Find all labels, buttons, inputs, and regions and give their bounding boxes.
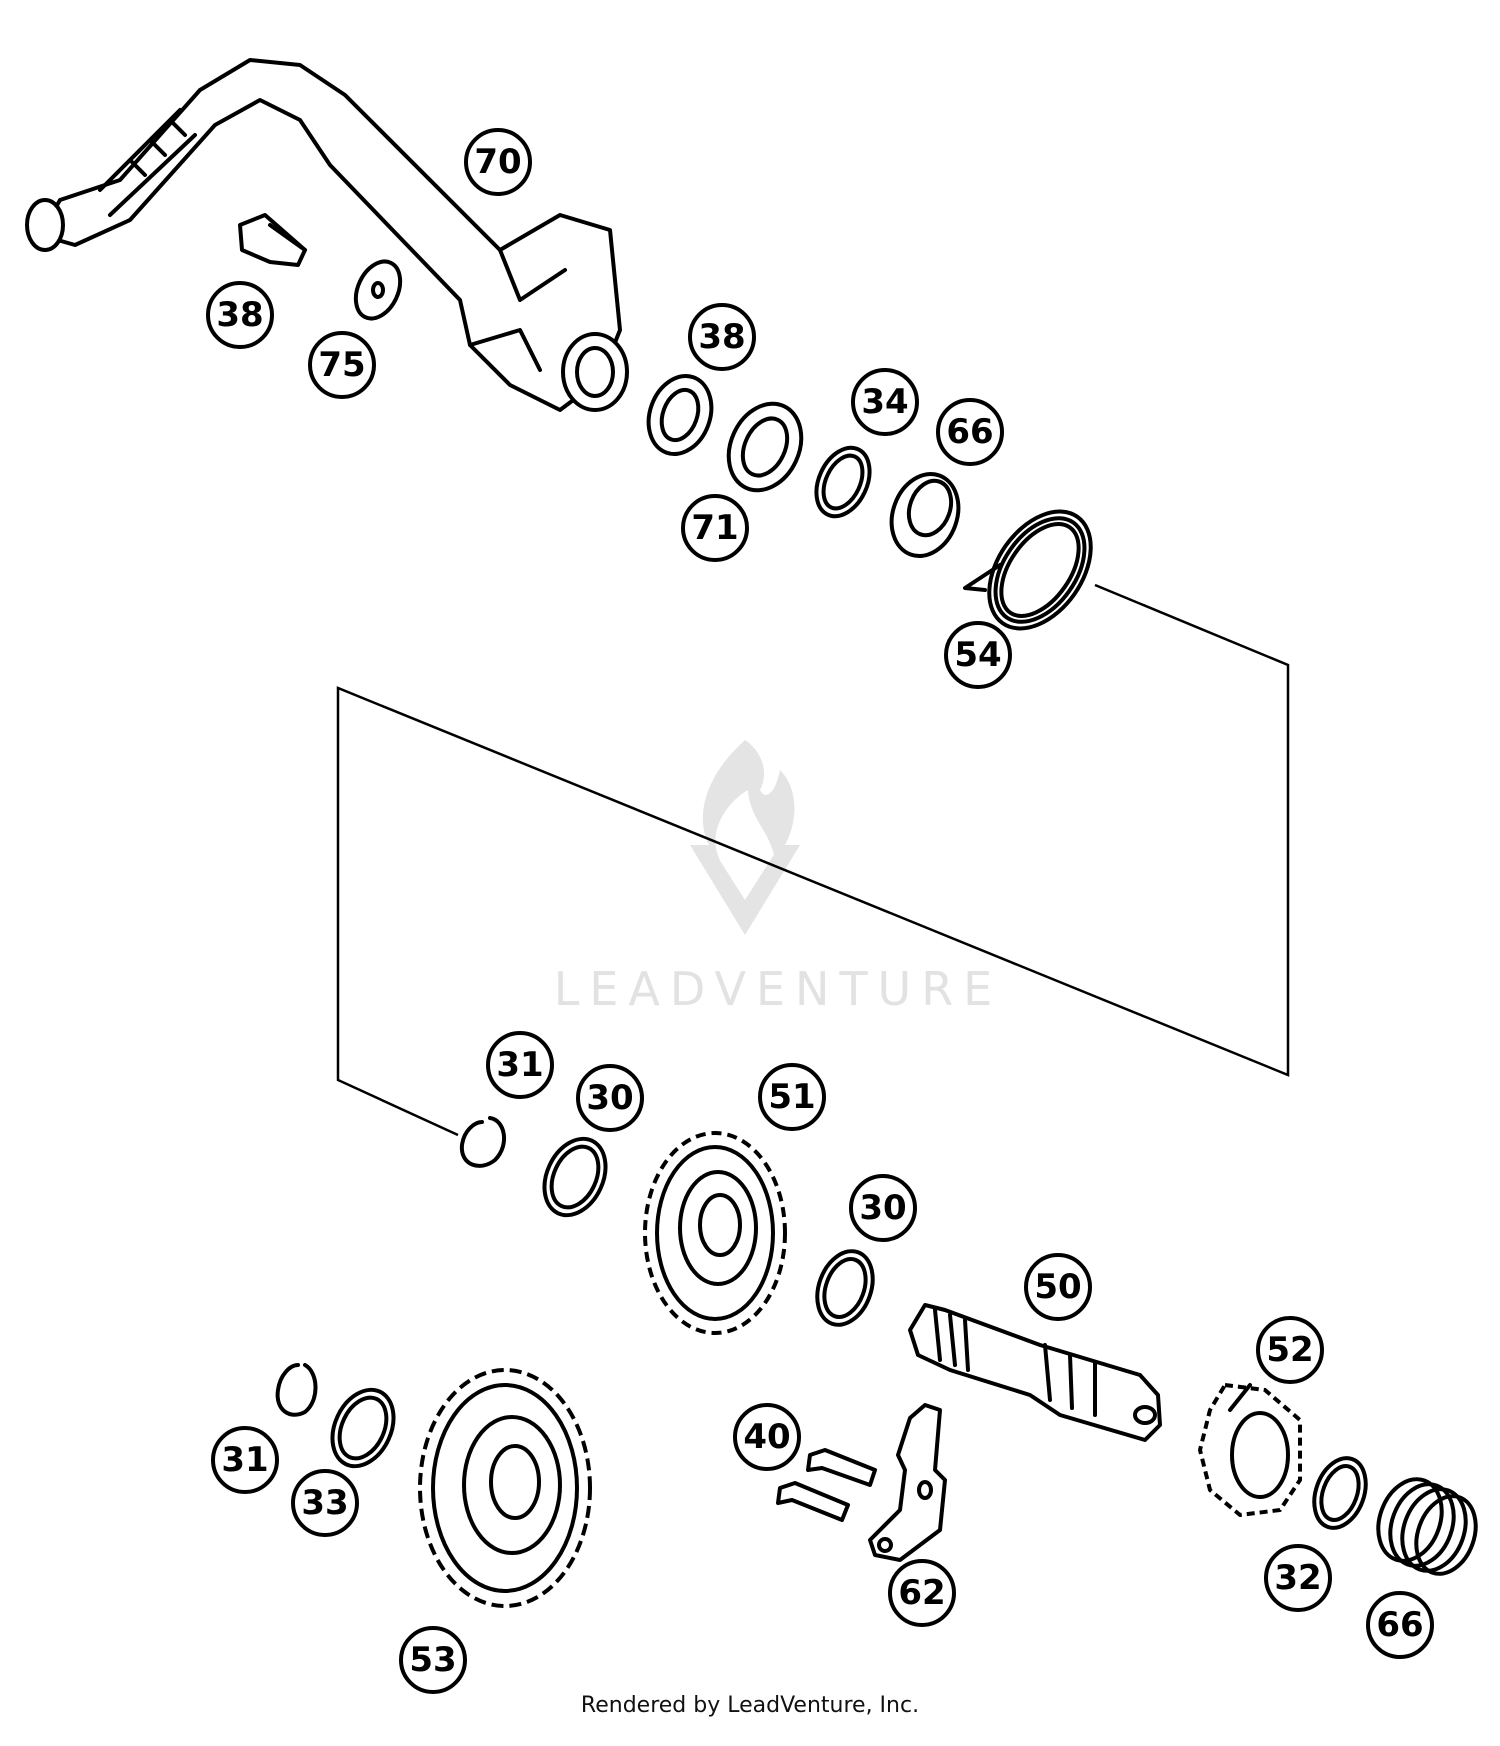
svg-text:75: 75 [318,345,365,385]
washer-30-upper [542,1136,608,1218]
leadventure-watermark: LEADVENTURE [554,740,1003,1016]
callout-30-lower[interactable]: 30 [849,1174,917,1242]
kick-lever-bolt [238,213,307,267]
callout-66-upper[interactable]: 66 [936,398,1004,466]
callout-34[interactable]: 34 [851,368,919,436]
callout-52[interactable]: 52 [1256,1316,1324,1384]
callout-53[interactable]: 53 [399,1626,467,1694]
svg-text:66: 66 [946,412,993,452]
callout-51[interactable]: 51 [758,1063,826,1131]
callout-62[interactable]: 62 [888,1559,956,1627]
kick-starter-shaft [908,1303,1162,1442]
washer-75 [353,259,403,321]
svg-text:62: 62 [898,1573,945,1613]
bushing-71 [726,401,804,493]
kick-starter-gear-51 [643,1131,787,1335]
seal-ring-38 [646,374,714,456]
svg-text:38: 38 [698,317,745,357]
callout-54[interactable]: 54 [944,621,1012,689]
ratchet-gear-52 [1198,1383,1302,1517]
svg-text:32: 32 [1274,1558,1321,1598]
flame-logo-icon [690,740,800,935]
svg-text:50: 50 [1034,1267,1081,1307]
callout-38-bolt[interactable]: 38 [206,281,274,349]
callout-40[interactable]: 40 [733,1403,801,1471]
svg-text:30: 30 [586,1078,633,1118]
assembly-connection-lines [336,583,1290,1137]
svg-text:40: 40 [743,1417,790,1457]
compression-spring-66 [1376,1477,1478,1576]
o-ring-34 [814,445,872,519]
washer-32 [1312,1456,1368,1530]
intermediate-gear-53 [418,1368,592,1608]
callout-75[interactable]: 75 [308,331,376,399]
svg-text:70: 70 [474,142,521,182]
svg-text:51: 51 [768,1077,815,1117]
callout-71[interactable]: 71 [681,494,749,562]
washer-33 [330,1387,396,1469]
svg-text:33: 33 [301,1483,348,1523]
svg-text:31: 31 [496,1045,543,1085]
callout-33[interactable]: 33 [291,1469,359,1537]
watermark-brand-text: LEADVENTURE [554,962,1003,1016]
svg-text:31: 31 [221,1440,268,1480]
circlip-31-upper [459,1116,506,1168]
footer-credit: Rendered by LeadVenture, Inc. [581,1693,919,1718]
svg-text:38: 38 [216,295,263,335]
callout-32[interactable]: 32 [1264,1544,1332,1612]
callout-31-lower[interactable]: 31 [211,1426,279,1494]
spacer-66-upper [889,472,961,558]
callout-30-upper[interactable]: 30 [576,1064,644,1132]
kick-starter-lever [25,58,629,412]
svg-text:30: 30 [859,1188,906,1228]
kick-starter-spring [963,509,1093,631]
svg-text:52: 52 [1266,1330,1313,1370]
svg-text:66: 66 [1376,1605,1423,1645]
callout-38-seal[interactable]: 38 [688,303,756,371]
guide-plate-62 [868,1403,947,1562]
svg-text:53: 53 [409,1640,456,1680]
callout-70[interactable]: 70 [464,128,532,196]
screws-40 [776,1448,877,1522]
callout-31-upper[interactable]: 31 [486,1031,554,1099]
svg-text:54: 54 [954,635,1001,675]
callout-50[interactable]: 50 [1024,1253,1092,1321]
washer-30-lower [815,1249,875,1327]
circlip-31-lower [275,1363,318,1417]
svg-text:71: 71 [691,508,738,548]
svg-text:34: 34 [861,382,908,422]
callout-66-lower[interactable]: 66 [1366,1591,1434,1659]
